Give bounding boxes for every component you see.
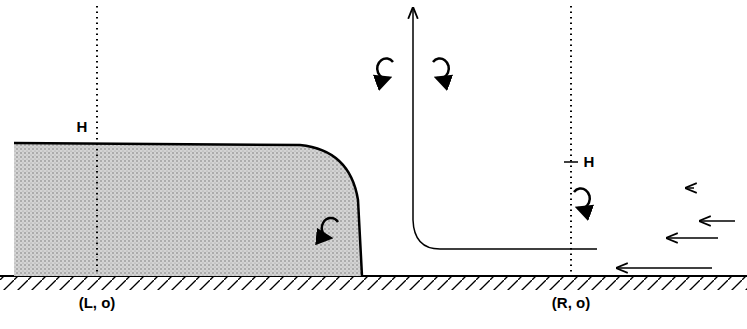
section-line <box>96 6 98 272</box>
height-tick <box>564 161 578 163</box>
section-line <box>570 6 572 272</box>
flow-arrow <box>667 237 718 239</box>
flow-arrow <box>686 187 694 189</box>
ground-hatch <box>0 276 747 290</box>
coordinate-label: (L, o) <box>77 295 118 312</box>
streamline <box>413 8 597 249</box>
vorticity-symbol <box>377 59 393 79</box>
flow-arrow <box>617 267 712 269</box>
vorticity-symbol <box>322 218 338 238</box>
height-label: H <box>75 119 90 136</box>
current-body <box>14 143 362 276</box>
vorticity-symbol <box>574 189 590 209</box>
vorticity-symbol <box>433 59 449 79</box>
coordinate-label: (R, o) <box>550 295 592 312</box>
height-label: H <box>582 154 597 171</box>
flow-arrow <box>700 220 735 222</box>
current-outline <box>14 143 362 276</box>
